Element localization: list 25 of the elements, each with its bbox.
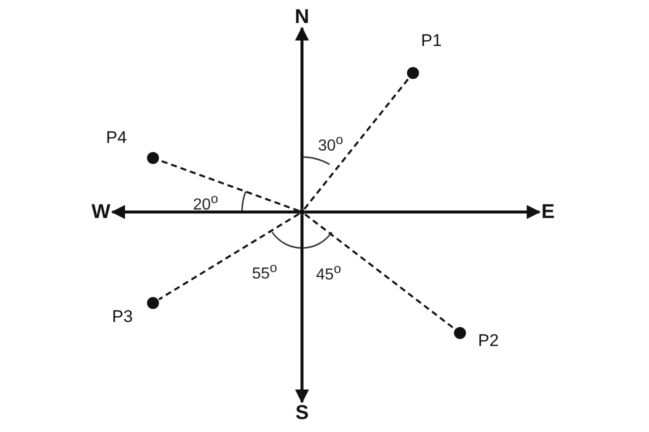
angle-label: 30$^{o}$	[318, 131, 344, 156]
compass-arrow	[295, 215, 309, 404]
dashed-line	[158, 212, 300, 300]
compass-arrow	[295, 26, 309, 209]
direction-label: E	[539, 201, 557, 223]
point-dot	[407, 67, 419, 79]
dashed-line	[304, 214, 455, 330]
point-label: P4	[106, 128, 127, 147]
point-label: P3	[112, 307, 133, 326]
compass-arrow	[305, 205, 541, 219]
point-dot	[454, 327, 466, 339]
point-label: P2	[478, 331, 499, 350]
centre-point	[299, 209, 305, 215]
angle-label: 20$^{o}$	[193, 190, 218, 214]
direction-label: W	[90, 201, 112, 223]
dashed-line	[158, 159, 300, 212]
point-dot	[147, 297, 159, 309]
dashed-line	[304, 78, 409, 210]
point-label: P1	[421, 31, 442, 50]
angle-label: 55$^{o}$	[252, 259, 278, 284]
angle-label: 45$^{o}$	[316, 260, 342, 284]
direction-label: S	[293, 402, 311, 424]
point-dot	[147, 152, 159, 164]
direction-label: N	[292, 6, 312, 28]
compass-arrow	[111, 205, 299, 219]
